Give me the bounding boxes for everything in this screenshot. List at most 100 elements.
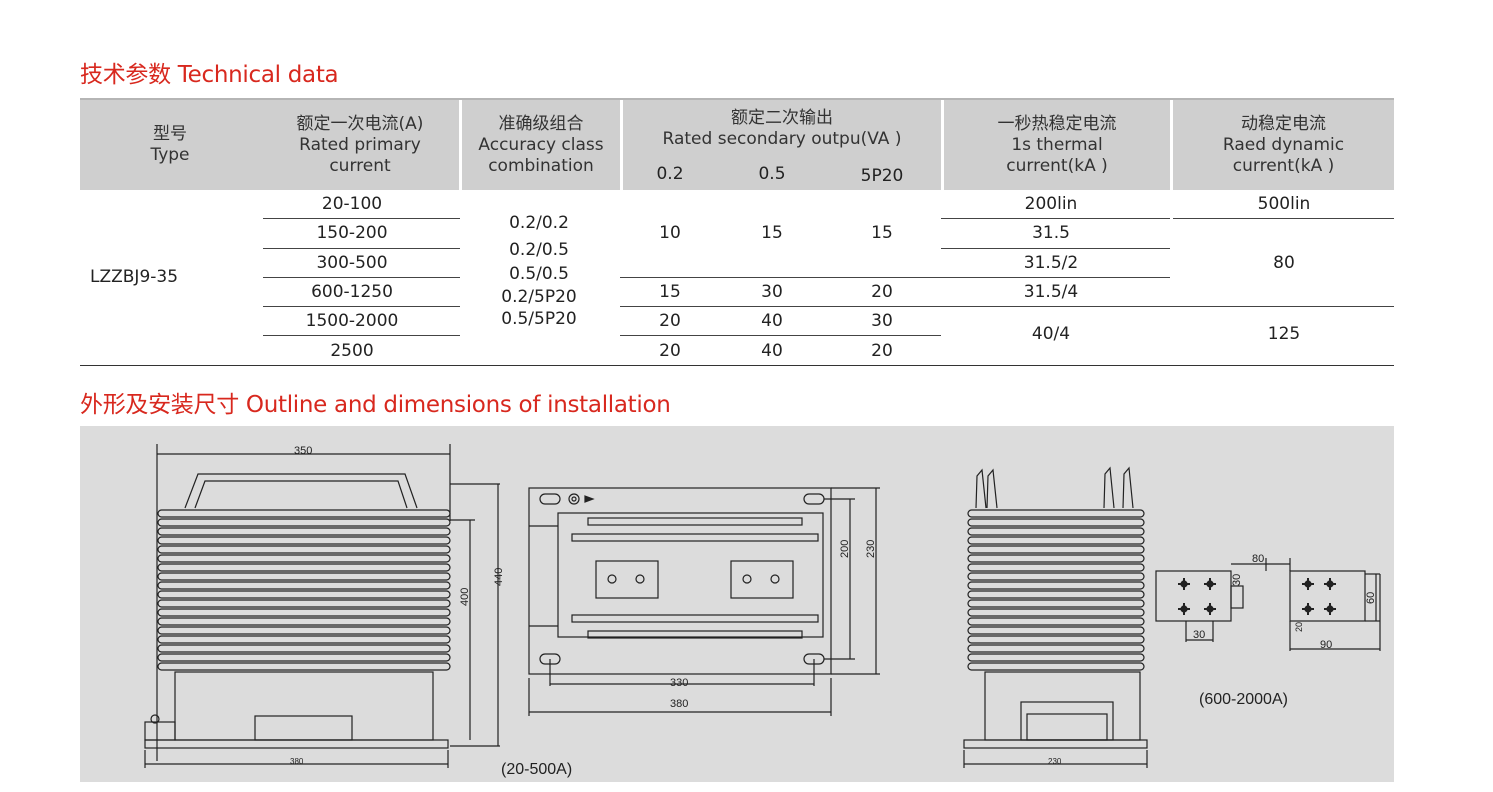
secondary-0-2-cell: 10 bbox=[659, 223, 681, 243]
cooling-fin bbox=[967, 635, 1145, 644]
dim-330: 330 bbox=[670, 677, 688, 689]
secondary-0-5-cell: 40 bbox=[761, 311, 783, 331]
outline-drawing: 350 380 400 440 bbox=[144, 444, 1381, 768]
mounting-hole-center bbox=[1180, 580, 1188, 588]
secondary-0-2-cell: 20 bbox=[659, 311, 681, 331]
cooling-fin bbox=[157, 617, 451, 626]
thermal-current-cell: 200lin bbox=[1024, 194, 1078, 214]
header-accuracy-en1: Accuracy class bbox=[478, 134, 604, 155]
accuracy-cell: 0.5/5P20 bbox=[501, 309, 577, 329]
cooling-fin bbox=[157, 599, 451, 608]
dim-80: 80 bbox=[1252, 553, 1264, 565]
cooling-fin bbox=[157, 653, 451, 662]
cooling-fin bbox=[157, 572, 451, 581]
row-divider bbox=[620, 306, 941, 307]
outline-title: 外形及安装尺寸 Outline and dimensions of instal… bbox=[80, 392, 671, 418]
cooling-fin bbox=[967, 581, 1145, 590]
dim-30-horizontal: 30 bbox=[1193, 629, 1205, 641]
row-divider bbox=[263, 335, 460, 336]
mounting-hole-center bbox=[1206, 605, 1214, 613]
mounting-hole-center bbox=[1326, 605, 1334, 613]
side-view-20-500a: 350 380 400 440 bbox=[144, 444, 505, 768]
cooling-fin bbox=[157, 545, 451, 554]
dim-60: 60 bbox=[1365, 592, 1377, 604]
secondary-0-5-cell: 15 bbox=[761, 223, 783, 243]
row-divider bbox=[941, 248, 1170, 249]
accuracy-cell: 0.2/0.5 bbox=[509, 240, 569, 260]
cooling-fin bbox=[157, 581, 451, 590]
cooling-fin bbox=[967, 617, 1145, 626]
dim-90: 90 bbox=[1320, 639, 1332, 651]
header-type-en: Type bbox=[150, 145, 190, 165]
cooling-fin bbox=[157, 635, 451, 644]
cooling-fin bbox=[967, 518, 1145, 527]
header-secondary-en: Rated secondary outpu(VA ) bbox=[662, 129, 902, 149]
header-secondary-cn: 额定二次输出 bbox=[731, 108, 833, 128]
header-thermal-cn: 一秒热稳定电流 bbox=[997, 113, 1117, 134]
cooling-fin bbox=[157, 608, 451, 617]
dynamic-current-cell: 500lin bbox=[1257, 194, 1311, 214]
header-divider bbox=[620, 100, 623, 190]
row-divider bbox=[263, 248, 460, 249]
dim-380-middle: 380 bbox=[670, 698, 688, 710]
cooling-fin bbox=[157, 590, 451, 599]
cooling-fin bbox=[157, 518, 451, 527]
secondary-5p20-cell: 20 bbox=[871, 282, 893, 302]
header-accuracy-en2: combination bbox=[488, 155, 594, 176]
mounting-hole-patterns: 80 30 30 60 20 90 bbox=[1155, 553, 1381, 651]
dynamic-current-cell: 125 bbox=[1267, 324, 1301, 344]
cooling-fin bbox=[967, 662, 1145, 671]
dim-30-vertical: 30 bbox=[1231, 574, 1243, 586]
secondary-0-2-cell: 15 bbox=[659, 282, 681, 302]
dim-230-bottom: 230 bbox=[1048, 757, 1062, 766]
cooling-fin bbox=[967, 599, 1145, 608]
row-divider bbox=[263, 306, 460, 307]
header-divider bbox=[941, 100, 944, 190]
mounting-hole-center bbox=[1304, 605, 1312, 613]
technical-data-table: 型号 Type 额定一次电流(A) Rated primary current … bbox=[80, 98, 1394, 366]
cooling-fin bbox=[157, 527, 451, 536]
primary-current-cell: 150-200 bbox=[316, 223, 388, 243]
secondary-5p20-cell: 30 bbox=[871, 311, 893, 331]
header-sub-5p20: 5P20 bbox=[860, 166, 904, 186]
caption-20-500a: (20-500A) bbox=[501, 761, 573, 778]
table-header: 型号 Type 额定一次电流(A) Rated primary current … bbox=[80, 98, 1394, 190]
header-thermal-en1: 1s thermal bbox=[1011, 134, 1103, 155]
accuracy-cell: 0.2/0.2 bbox=[509, 213, 569, 233]
top-view: 330 380 200 230 bbox=[528, 487, 880, 716]
primary-current-cell: 600-1250 bbox=[311, 282, 393, 302]
dim-20: 20 bbox=[1294, 622, 1304, 632]
thermal-current-cell: 31.5 bbox=[1032, 223, 1070, 243]
header-thermal-en2: current(kA ) bbox=[1006, 155, 1108, 176]
header-accuracy: 准确级组合 Accuracy class combination bbox=[462, 100, 620, 190]
cooling-fin bbox=[157, 662, 451, 671]
secondary-5p20-cell: 15 bbox=[871, 223, 893, 243]
cooling-fin bbox=[967, 563, 1145, 572]
secondary-0-5-cell: 40 bbox=[761, 341, 783, 361]
cooling-fin bbox=[967, 644, 1145, 653]
row-divider bbox=[1173, 218, 1394, 219]
secondary-0-5-cell: 30 bbox=[761, 282, 783, 302]
header-primary-cn: 额定一次电流(A) bbox=[296, 113, 424, 134]
dim-230: 230 bbox=[865, 540, 877, 558]
secondary-0-2-cell: 20 bbox=[659, 341, 681, 361]
secondary-5p20-cell: 20 bbox=[871, 341, 893, 361]
outline-drawing-panel: 350 380 400 440 bbox=[80, 426, 1394, 782]
cooling-fin bbox=[967, 653, 1145, 662]
thermal-current-cell: 31.5/4 bbox=[1023, 282, 1079, 302]
cooling-fin bbox=[967, 545, 1145, 554]
cooling-fin bbox=[157, 644, 451, 653]
dynamic-current-cell: 80 bbox=[1273, 253, 1295, 273]
cooling-fin bbox=[967, 536, 1145, 545]
technical-data-title: 技术参数 Technical data bbox=[80, 62, 339, 88]
cooling-fin bbox=[967, 608, 1145, 617]
header-dynamic-en2: current(kA ) bbox=[1232, 155, 1335, 176]
table-bottom-rule bbox=[80, 365, 1394, 366]
cooling-fin bbox=[967, 527, 1145, 536]
cooling-fin bbox=[967, 509, 1145, 518]
mounting-hole-center bbox=[1326, 580, 1334, 588]
row-divider bbox=[263, 277, 460, 278]
header-secondary: 额定二次输出 Rated secondary outpu(VA ) bbox=[623, 100, 941, 190]
header-primary-en1: Rated primary bbox=[299, 134, 421, 155]
accuracy-cell: 0.5/0.5 bbox=[509, 264, 569, 284]
